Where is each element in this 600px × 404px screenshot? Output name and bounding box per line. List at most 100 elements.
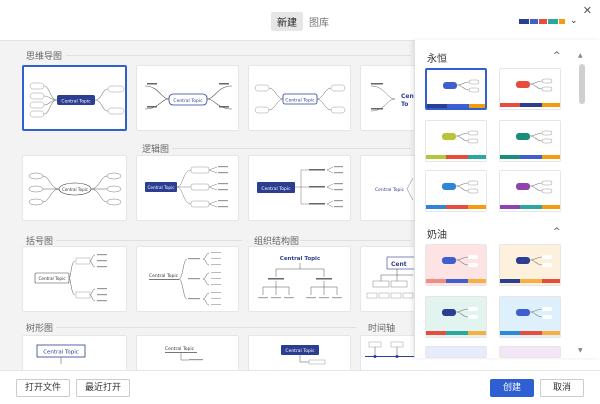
- open-file-button[interactable]: 打开文件: [16, 379, 71, 397]
- section-title-logic: 逻辑图: [142, 145, 170, 155]
- section-title-brace: 括号图: [26, 237, 54, 247]
- theme-preview: [426, 307, 486, 335]
- theme-panel-scrollbar[interactable]: ▲ ▼: [578, 52, 586, 354]
- central-topic-label: Central Topic: [43, 350, 79, 356]
- theme-preview: [500, 307, 560, 335]
- theme-swatch: [559, 18, 565, 24]
- template-card-brace-1[interactable]: Central Topic: [22, 246, 127, 312]
- theme-card-cream-4[interactable]: [499, 296, 561, 338]
- collapse-caret-icon[interactable]: ^: [553, 227, 561, 237]
- divider: [56, 327, 356, 328]
- theme-preview: [427, 79, 485, 108]
- template-card-mindmap-3[interactable]: Central Topic: [248, 65, 351, 131]
- theme-selector[interactable]: ⌄: [519, 14, 579, 28]
- divider: [172, 148, 411, 149]
- template-preview: Central Topic: [375, 177, 414, 201]
- theme-card-cream-1[interactable]: [425, 244, 487, 286]
- section-title-tree: 树形图: [26, 324, 54, 334]
- template-card-tree-2[interactable]: Central Topic: [136, 335, 239, 370]
- central-topic-label: Central Topic: [173, 98, 203, 104]
- template-card-brace-2[interactable]: Central Topic: [136, 246, 239, 312]
- central-topic-label: Central Topic: [261, 186, 291, 192]
- template-preview: Central Topic: [145, 166, 228, 208]
- close-icon[interactable]: ✕: [582, 4, 592, 17]
- theme-preview: [500, 130, 560, 159]
- template-card-tree-3[interactable]: Central Topic: [248, 335, 351, 370]
- central-topic-label: Central Topic: [285, 98, 315, 104]
- theme-swatch: [539, 18, 547, 24]
- create-button[interactable]: 创建: [490, 379, 534, 397]
- theme-swatch: [548, 18, 558, 24]
- template-card-bubble[interactable]: Central Topic: [22, 155, 127, 221]
- tab-new[interactable]: 新建: [271, 12, 303, 31]
- theme-card-eternal-1[interactable]: [425, 68, 487, 110]
- scroll-down-icon[interactable]: ▼: [578, 347, 583, 354]
- template-preview: Central Topic: [36, 344, 86, 364]
- template-card-logic-1[interactable]: Central Topic: [136, 155, 239, 221]
- theme-section-title-cream: 奶油: [427, 230, 447, 241]
- template-gallery: 思维导图 Central Topic Central Topic: [0, 40, 414, 370]
- divider: [300, 240, 411, 241]
- template-preview: [365, 341, 414, 358]
- tab-gallery[interactable]: 图库: [309, 18, 329, 29]
- central-topic-label: Central Topic: [61, 99, 91, 105]
- template-card-org-2[interactable]: Cent: [360, 246, 414, 312]
- theme-node: [443, 82, 457, 89]
- scroll-up-icon[interactable]: ▲: [578, 52, 583, 59]
- theme-card-cream-2[interactable]: [499, 244, 561, 286]
- divider: [66, 55, 411, 56]
- section-title-org-chart: 组织结构图: [254, 237, 300, 247]
- scroll-thumb[interactable]: [579, 64, 585, 104]
- theme-panel: 永恒 ^: [414, 40, 600, 358]
- theme-card-eternal-3[interactable]: [425, 120, 487, 162]
- theme-preview: [500, 180, 560, 209]
- template-card-logic-3[interactable]: Central Topic: [360, 155, 414, 221]
- central-topic-label: Central Topic: [147, 185, 175, 190]
- theme-card-eternal-4[interactable]: [499, 120, 561, 162]
- theme-card-cream-6[interactable]: [499, 346, 561, 358]
- template-preview: Central Topic: [149, 252, 221, 306]
- template-preview: Central Topic: [28, 172, 122, 206]
- recent-open-button[interactable]: 最近打开: [76, 379, 131, 397]
- template-card-logic-2[interactable]: Central Topic: [248, 155, 351, 221]
- template-preview: Central Topic: [144, 83, 233, 110]
- template-preview: Central Topic: [258, 256, 342, 299]
- divider: [56, 240, 242, 241]
- theme-card-cream-5[interactable]: [425, 346, 487, 358]
- template-preview: Central Topic: [281, 345, 326, 365]
- template-preview: Cent: [366, 256, 414, 299]
- svg-text:Centr: Centr: [401, 93, 414, 100]
- template-preview: Central Topic: [29, 82, 125, 118]
- footer-bar: 打开文件 最近打开 创建 取消: [0, 370, 600, 404]
- central-topic-label: Central Topic: [149, 273, 179, 279]
- theme-section-title-eternal: 永恒: [427, 54, 447, 65]
- template-preview: Central Topic: [254, 84, 346, 114]
- central-topic-label: Central Topic: [38, 276, 66, 281]
- theme-card-eternal-2[interactable]: [499, 68, 561, 110]
- central-topic-label: Central Topic: [62, 187, 88, 192]
- theme-card-eternal-6[interactable]: [499, 170, 561, 212]
- template-card-mindmap-4[interactable]: Centr To: [360, 65, 414, 131]
- theme-card-cream-3[interactable]: [425, 296, 487, 338]
- theme-card-eternal-5[interactable]: [425, 170, 487, 212]
- template-card-mindmap-2[interactable]: Central Topic: [136, 65, 239, 131]
- template-card-mindmap-1[interactable]: Central Topic: [22, 65, 127, 131]
- central-topic-label: Central Topic: [165, 346, 195, 352]
- template-card-tree-1[interactable]: Central Topic: [22, 335, 127, 370]
- theme-preview: [426, 255, 486, 283]
- template-card-timeline[interactable]: [360, 335, 414, 370]
- theme-preview: [500, 255, 560, 283]
- svg-text:To: To: [401, 101, 408, 108]
- central-topic-label: Central Topic: [280, 256, 320, 262]
- cancel-button[interactable]: 取消: [540, 379, 584, 397]
- template-preview: Central Topic: [257, 166, 343, 208]
- theme-preview: [500, 78, 560, 107]
- collapse-caret-icon[interactable]: ^: [553, 51, 561, 61]
- template-preview: Centr To: [370, 83, 414, 112]
- central-topic-label: Central Topic: [375, 187, 405, 193]
- theme-preview: [426, 130, 486, 159]
- svg-text:Cent: Cent: [391, 261, 407, 268]
- template-card-org-1[interactable]: Central Topic: [248, 246, 351, 312]
- section-title-mindmap: 思维导图: [26, 52, 63, 62]
- theme-swatch: [530, 18, 538, 24]
